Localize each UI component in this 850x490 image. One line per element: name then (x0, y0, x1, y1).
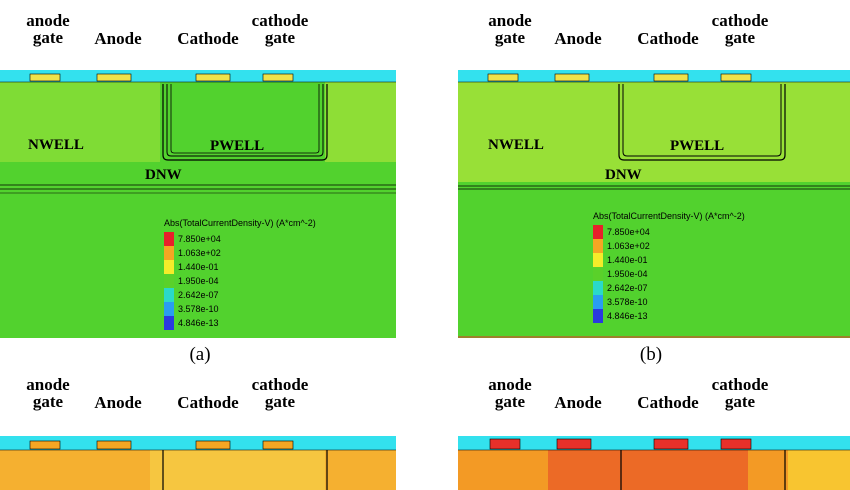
panel-a-nwell-label: NWELL (28, 137, 84, 153)
legend-entry: 3.578e-10 (593, 295, 703, 309)
panel-a-field-map (0, 70, 396, 338)
panel-d-simulation (458, 436, 850, 490)
panel-a-cathode-gate-label: cathode gate (251, 11, 309, 47)
panel-d-anode-label: Anode (554, 393, 602, 412)
panel-a-anode-label: Anode (94, 29, 142, 48)
legend-entry: 1.950e-04 (164, 274, 274, 288)
panel-b-legend: Abs(TotalCurrentDensity-V) (A*cm^-2) 7.8… (593, 211, 823, 326)
panel-a-dnw-label: DNW (145, 167, 182, 183)
legend-entry: 7.850e+04 (593, 225, 703, 239)
panel-d-cathode-gate-label: cathode gate (711, 375, 769, 411)
panel-b-dnw-label: DNW (605, 167, 642, 183)
legend-entry: 1.063e+02 (164, 246, 274, 260)
legend-entry: 2.642e-07 (164, 288, 274, 302)
panel-d-field-map (458, 436, 850, 490)
panel-b-anode-label: Anode (554, 29, 602, 48)
panel-a-cathode-label: Cathode (177, 29, 239, 48)
legend-entry: 1.950e-04 (593, 267, 703, 281)
legend-entry: 7.850e+04 (164, 232, 274, 246)
panel-a-caption: (a) (189, 344, 211, 365)
panel-b-pwell-label: PWELL (670, 138, 725, 154)
panel-a-legend: Abs(TotalCurrentDensity-V) (A*cm^-2) 7.8… (164, 218, 394, 333)
legend-entry: 2.642e-07 (593, 281, 703, 295)
legend-entry: 3.578e-10 (164, 302, 274, 316)
legend-entry: 4.846e-13 (593, 309, 703, 323)
panel-a-pwell-label: PWELL (210, 138, 265, 154)
panel-b-cathode-gate-label: cathode gate (711, 11, 769, 47)
panel-c-simulation (0, 436, 396, 490)
legend-entry: 1.440e-01 (593, 253, 703, 267)
legend-entry: 1.063e+02 (593, 239, 703, 253)
legend-entry: 1.440e-01 (164, 260, 274, 274)
panel-b-cathode-label: Cathode (637, 29, 699, 48)
panel-b-simulation: NWELL PWELL DNW Abs(TotalCurrentDensity-… (458, 70, 850, 338)
panel-a-anode-gate-label: anode gate (26, 11, 70, 47)
legend-title: Abs(TotalCurrentDensity-V) (A*cm^-2) (164, 218, 316, 228)
panel-c-anode-label: Anode (94, 393, 142, 412)
panel-a-simulation: NWELL PWELL DNW Abs(TotalCurrentDensity-… (0, 70, 396, 338)
legend-title: Abs(TotalCurrentDensity-V) (A*cm^-2) (593, 211, 745, 221)
panel-c-anode-gate-label: anode gate (26, 375, 70, 411)
panel-c-cathode-label: Cathode (177, 393, 239, 412)
panel-d-anode-gate-label: anode gate (488, 375, 532, 411)
panel-c-field-map (0, 436, 396, 490)
panel-b-field-map (458, 70, 850, 338)
panel-c-cathode-gate-label: cathode gate (251, 375, 309, 411)
panel-b-caption: (b) (639, 344, 663, 365)
panel-b-anode-gate-label: anode gate (488, 11, 532, 47)
panel-b-nwell-label: NWELL (488, 137, 544, 153)
panel-d-cathode-label: Cathode (637, 393, 699, 412)
legend-entry: 4.846e-13 (164, 316, 274, 330)
